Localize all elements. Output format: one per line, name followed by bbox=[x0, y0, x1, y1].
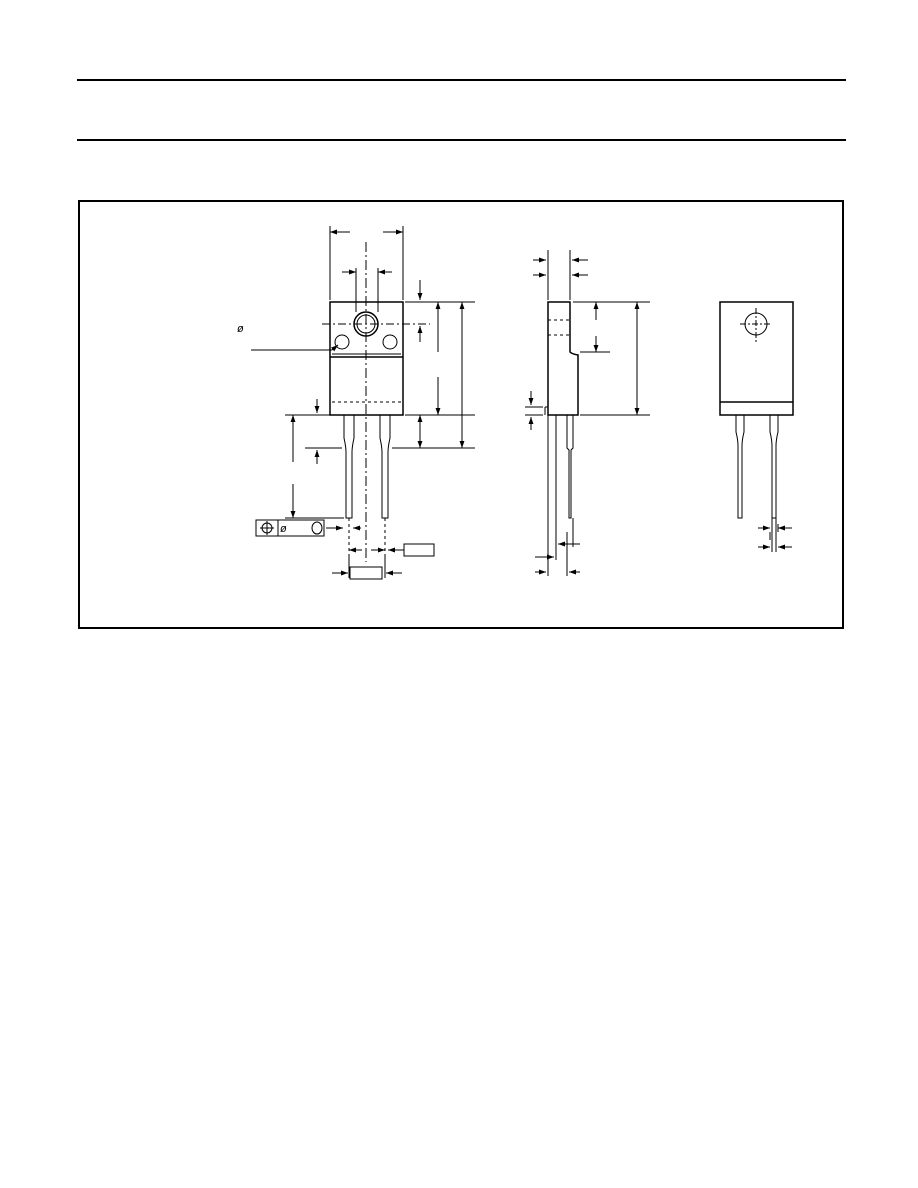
ejector-mark-right bbox=[382, 334, 398, 350]
package-outline-figure: ø ø bbox=[78, 200, 844, 629]
datum-box bbox=[403, 543, 435, 557]
header-top-rule bbox=[77, 79, 846, 81]
rear-lead-left bbox=[735, 415, 745, 519]
lead-left bbox=[343, 415, 355, 519]
ejector-mark-left bbox=[334, 334, 350, 350]
side-view bbox=[525, 250, 650, 576]
feature-control-symbol: ø bbox=[280, 523, 287, 535]
basic-dimension-box bbox=[349, 566, 383, 580]
package-outline-drawing: ø ø bbox=[237, 226, 794, 580]
feature-control-frame bbox=[255, 519, 325, 537]
side-body-outline bbox=[547, 301, 579, 416]
rear-body-outline bbox=[719, 301, 794, 416]
lead-right bbox=[379, 415, 391, 519]
header-bottom-rule bbox=[77, 139, 846, 141]
rear-view bbox=[719, 301, 794, 552]
diameter-symbol: ø bbox=[237, 323, 244, 335]
side-lead bbox=[566, 415, 574, 519]
rear-lead-right bbox=[769, 415, 779, 519]
front-view: ø ø bbox=[237, 226, 475, 580]
